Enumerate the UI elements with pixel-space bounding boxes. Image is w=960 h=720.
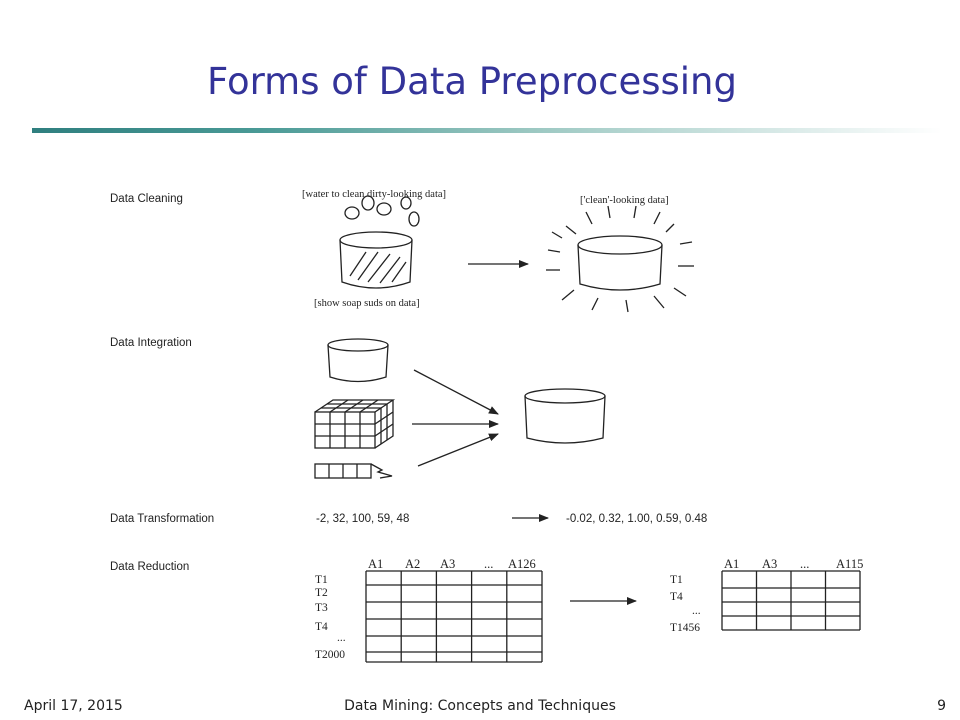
table-column-header: ... bbox=[484, 557, 493, 571]
integrated-database-icon bbox=[524, 388, 606, 444]
table-column-header: A3 bbox=[440, 557, 455, 571]
table-column-header: A2 bbox=[405, 557, 420, 571]
cleaning-caption-top: [water to clean dirty-looking data] bbox=[302, 189, 446, 200]
footer-date: April 17, 2015 bbox=[24, 698, 123, 714]
flat-file-icon bbox=[314, 463, 393, 479]
data-reduction-label: Data Reduction bbox=[110, 561, 189, 573]
table-row-label: T2000 bbox=[315, 649, 345, 661]
table-column-header: A1 bbox=[368, 557, 383, 571]
table-column-header: ... bbox=[800, 557, 809, 571]
table-row-label: ... bbox=[337, 632, 346, 644]
title-underline bbox=[32, 128, 942, 133]
footer-course-title: Data Mining: Concepts and Techniques bbox=[344, 698, 616, 714]
table-column-header: A1 bbox=[724, 557, 739, 571]
cleaning-caption-result: ['clean'-looking data] bbox=[580, 195, 669, 206]
table-column-header: A126 bbox=[508, 557, 536, 571]
table-row-label: T4 bbox=[315, 621, 328, 633]
transformation-output: -0.02, 0.32, 1.00, 0.59, 0.48 bbox=[566, 513, 707, 525]
clean-database-icon bbox=[546, 205, 694, 313]
table-column-header: A3 bbox=[762, 557, 777, 571]
data-integration-label: Data Integration bbox=[110, 337, 192, 349]
data-transformation-label: Data Transformation bbox=[110, 513, 214, 525]
table-row-label: T1 bbox=[315, 574, 328, 586]
source-database-icon bbox=[327, 338, 389, 383]
soap-bubbles bbox=[344, 195, 420, 227]
cleaning-caption-bottom: [show soap suds on data] bbox=[314, 298, 420, 309]
table-row-label: T3 bbox=[315, 602, 328, 614]
transformation-input: -2, 32, 100, 59, 48 bbox=[316, 513, 409, 525]
table-row-label: T4 bbox=[670, 591, 683, 603]
table-row-label: T1 bbox=[670, 574, 683, 586]
table-row-label: T1456 bbox=[670, 622, 700, 634]
table-row-label: T2 bbox=[315, 587, 328, 599]
page-number: 9 bbox=[937, 698, 946, 714]
data-cube-icon bbox=[314, 399, 396, 449]
slide-title: Forms of Data Preprocessing bbox=[207, 60, 737, 103]
dirty-database-icon bbox=[339, 231, 413, 289]
table-column-header: A115 bbox=[836, 557, 863, 571]
integration-arrow-3 bbox=[417, 433, 499, 467]
data-cleaning-label: Data Cleaning bbox=[110, 193, 183, 205]
table-row-label: ... bbox=[692, 605, 701, 617]
integration-arrow-1 bbox=[413, 369, 499, 415]
